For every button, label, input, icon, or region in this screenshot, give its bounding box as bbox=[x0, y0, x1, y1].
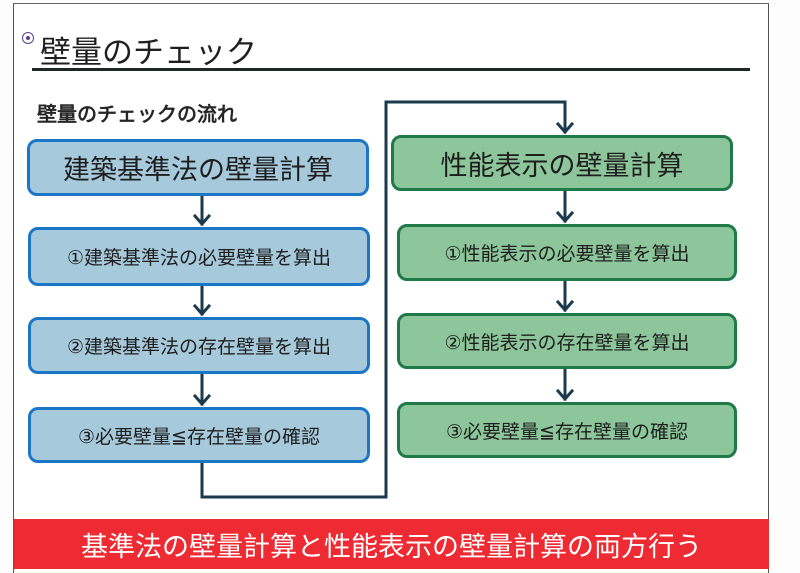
arrow-down-icon bbox=[192, 213, 212, 227]
arrow-down-icon bbox=[192, 393, 212, 407]
building-standard-law-header-box: 建築基準法の壁量計算 bbox=[27, 139, 369, 196]
left-step-2-box: ②建築基準法の存在壁量を算出 bbox=[28, 317, 370, 374]
arrow-down-icon bbox=[555, 299, 575, 313]
arrow-down-icon bbox=[555, 121, 575, 135]
left-step-1-box: ①建築基準法の必要壁量を算出 bbox=[28, 227, 370, 286]
handwritten-circle-mark-icon bbox=[22, 32, 34, 44]
performance-display-header-box: 性能表示の壁量計算 bbox=[391, 135, 733, 191]
right-step-1-box: ①性能表示の必要壁量を算出 bbox=[397, 224, 737, 281]
page-title: 壁量のチェック bbox=[40, 35, 257, 71]
left-step-3-box: ③必要壁量≦存在壁量の確認 bbox=[28, 407, 370, 463]
slide-frame bbox=[13, 3, 769, 573]
arrow-down-icon bbox=[555, 388, 575, 402]
section-subtitle: 壁量のチェックの流れ bbox=[37, 102, 237, 126]
right-step-3-box: ③必要壁量≦存在壁量の確認 bbox=[397, 402, 737, 458]
arrow-down-icon bbox=[555, 210, 575, 224]
right-step-2-box: ②性能表示の存在壁量を算出 bbox=[397, 313, 737, 369]
cross-flow-connector bbox=[200, 100, 567, 499]
title-underline-divider bbox=[32, 68, 750, 71]
conclusion-banner: 基準法の壁量計算と性能表示の壁量計算の両方行う bbox=[14, 519, 769, 569]
arrow-down-icon bbox=[192, 303, 212, 317]
